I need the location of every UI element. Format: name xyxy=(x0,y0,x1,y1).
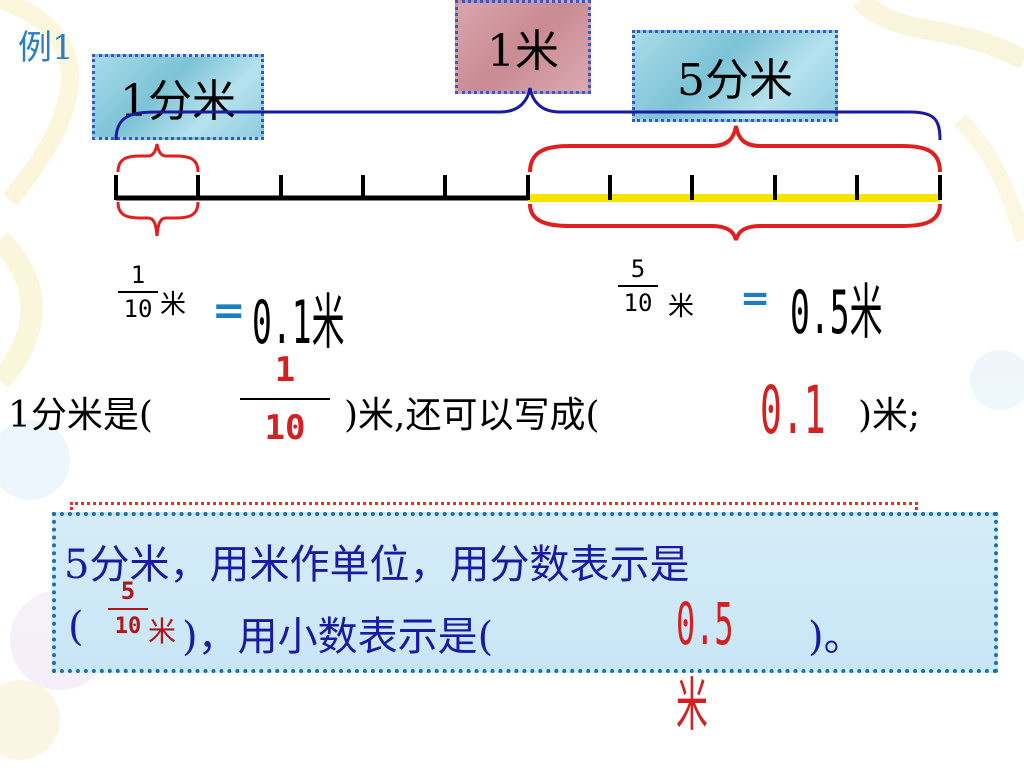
panel-fraction: 5 10 xyxy=(108,578,148,640)
panel-fraction-unit: 米 xyxy=(148,615,177,648)
answer-denominator: 10 xyxy=(264,408,306,448)
answer-fraction-bar xyxy=(240,398,330,400)
five-decimeter-top-brace xyxy=(528,125,942,173)
unit-meter: 米 xyxy=(668,292,695,322)
five-decimeter-text: 5分米 xyxy=(677,55,793,106)
panel-fraction-bar xyxy=(108,608,148,610)
equals-sign: = xyxy=(740,278,771,319)
ruler-ticks xyxy=(114,175,942,200)
panel-open-paren: ( xyxy=(68,604,84,650)
one-meter-label: 1米 xyxy=(455,0,591,94)
meter-brace xyxy=(114,87,942,141)
panel-fraction-numerator: 5 xyxy=(120,577,136,605)
fraction-bar xyxy=(618,285,658,287)
answer-decimal: 0.1 xyxy=(760,372,826,449)
panel-line-1: 5分米，用米作单位，用分数表示是 xyxy=(64,542,690,588)
unit-meter: 米 xyxy=(160,290,187,320)
sentence-prefix: 1分米是( xyxy=(8,395,153,436)
five-decimeter-bottom-brace xyxy=(528,203,942,241)
sentence-suffix: )米; xyxy=(858,395,921,436)
answer-numerator: 1 xyxy=(274,350,296,390)
answer-fraction: 1 10 xyxy=(240,352,330,446)
one-meter-text: 1米 xyxy=(487,26,559,77)
decimeter-bottom-brace xyxy=(116,201,200,237)
panel-line-2: )，用小数表示是( xyxy=(182,614,494,660)
fraction-bar xyxy=(118,291,158,293)
fraction-denominator: 10 xyxy=(623,289,653,317)
fraction-one-tenth: 1 10 xyxy=(118,262,158,322)
decimal-value: 0.5米 xyxy=(790,278,883,348)
ruler-diagram xyxy=(114,87,942,241)
panel-answer: 0.5米 xyxy=(676,590,734,739)
equals-sign: = xyxy=(212,288,246,334)
question-panel: 5分米，用米作单位，用分数表示是 ( 5 10 米 )，用小数表示是( 0.5米… xyxy=(52,512,998,739)
panel-close: )。 xyxy=(808,614,864,660)
fraction-five-tenths: 5 10 xyxy=(618,256,658,316)
panel-fraction-denominator: 10 xyxy=(114,614,142,639)
decimeter-top-brace xyxy=(116,143,200,173)
fraction-numerator: 1 xyxy=(130,261,146,289)
decimal-value: 0.1米 xyxy=(252,288,345,358)
example-label: 例1 xyxy=(18,28,74,68)
fraction-numerator: 5 xyxy=(630,255,646,283)
one-decimeter-label: 1分米 xyxy=(92,54,264,140)
one-decimeter-text: 1分米 xyxy=(120,76,236,127)
fraction-denominator: 10 xyxy=(123,295,153,323)
sentence-middle: )米,还可以写成( xyxy=(344,395,600,436)
five-decimeter-label: 5分米 xyxy=(632,30,838,122)
